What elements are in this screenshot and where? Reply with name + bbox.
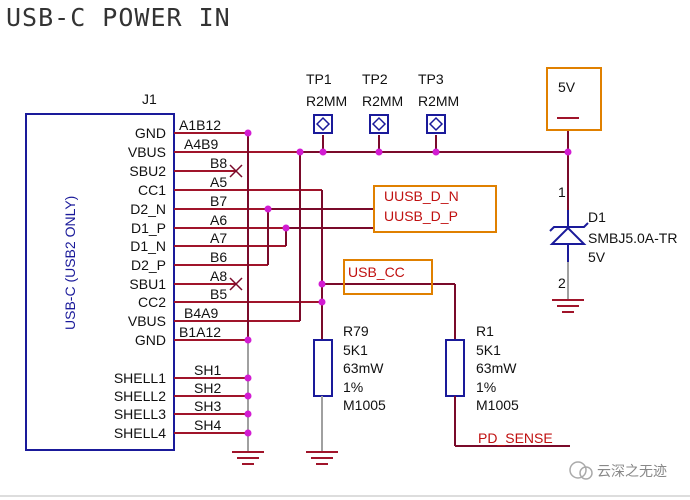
connector-body	[25, 113, 175, 451]
watermark: 云深之无迹	[569, 461, 667, 480]
pin-number: SH4	[194, 417, 221, 433]
ground-symbol	[232, 451, 264, 465]
pin-name: SBU1	[129, 276, 166, 292]
pin-number: A4B9	[184, 136, 218, 152]
resistor-ref: R79	[343, 323, 369, 339]
pin-name: SHELL2	[114, 388, 166, 404]
pin-number: A5	[210, 174, 227, 190]
connector-body-label: USB-C (USB2 ONLY)	[62, 196, 78, 330]
pin-number: A7	[210, 230, 227, 246]
connector-ref: J1	[142, 91, 157, 107]
pin-name: D2_P	[131, 257, 166, 273]
testpoint-value: R2MM	[306, 93, 347, 109]
diode-pin1: 1	[558, 184, 566, 200]
pin-name: SHELL1	[114, 370, 166, 386]
pin-number: SH3	[194, 398, 221, 414]
pin-name: D1_N	[130, 238, 166, 254]
resistor-power: 63mW	[476, 360, 517, 376]
vbus-wire	[299, 130, 569, 321]
junction-dots	[244, 129, 572, 437]
pin-number: A8	[210, 268, 227, 284]
watermark-text: 云深之无迹	[597, 463, 667, 479]
net-label-usb-d-n: UUSB_D_N	[384, 188, 459, 204]
pin-number: B8	[210, 155, 227, 171]
ground-symbol	[552, 299, 584, 313]
power-port-frame	[546, 67, 602, 131]
resistor-tolerance: 1%	[476, 379, 496, 395]
pin-number: A6	[210, 212, 227, 228]
net-label-usb-d-p: UUSB_D_P	[384, 208, 458, 224]
pin-number: B6	[210, 249, 227, 265]
no-connect-marks	[229, 164, 243, 291]
pin-number: SH2	[194, 380, 221, 396]
power-port-label: 5V	[558, 79, 576, 95]
pin-name: VBUS	[128, 313, 166, 329]
pin-number: B4A9	[184, 305, 218, 321]
pin-number: B1A12	[179, 324, 221, 340]
schematic-title: USB-C POWER IN	[6, 3, 231, 32]
testpoint-value: R2MM	[362, 93, 403, 109]
pin-name: CC2	[138, 294, 166, 310]
testpoint-ref: TP3	[418, 71, 444, 87]
pin-name: D1_P	[131, 220, 166, 236]
net-label-usb-cc: USB_CC	[348, 264, 405, 280]
diode-ref: D1	[588, 209, 606, 225]
testpoint-ref: TP1	[306, 71, 332, 87]
diode-value: 5V	[588, 249, 606, 265]
diode-pin2: 2	[558, 275, 566, 291]
pin-name: GND	[135, 125, 166, 141]
pin-name: SHELL3	[114, 406, 166, 422]
testpoint-symbols	[313, 114, 446, 134]
resistor-value: 5K1	[343, 342, 368, 358]
tvs-diode-symbol	[549, 210, 589, 300]
pin-name: GND	[135, 332, 166, 348]
resistor-tolerance: 1%	[343, 379, 363, 395]
diode-part: SMBJ5.0A-TR	[588, 230, 677, 246]
pin-name: SHELL4	[114, 425, 166, 441]
pin-number: B5	[210, 286, 227, 302]
testpoint-value: R2MM	[418, 93, 459, 109]
resistor-package: M1005	[476, 397, 519, 413]
usb-cc-net-frame	[343, 259, 433, 295]
resistor-value: 5K1	[476, 342, 501, 358]
pin-number: SH1	[194, 362, 221, 378]
pin-name: CC1	[138, 182, 166, 198]
resistor-r79-symbol	[313, 339, 333, 452]
usb-data-net-frame	[373, 185, 497, 233]
pin-name: VBUS	[128, 144, 166, 160]
testpoint-ref: TP2	[362, 71, 388, 87]
pin-number: B7	[210, 193, 227, 209]
resistor-r1-symbol	[445, 339, 570, 447]
pin-name: SBU2	[129, 163, 166, 179]
connector-pin-stubs	[174, 132, 322, 434]
pin-number: A1B12	[179, 117, 221, 133]
net-label-pd-sense: PD_SENSE	[478, 430, 553, 446]
resistor-package: M1005	[343, 397, 386, 413]
pin-name: D2_N	[130, 201, 166, 217]
resistor-power: 63mW	[343, 360, 384, 376]
resistor-ref: R1	[476, 323, 494, 339]
ground-symbol	[306, 451, 338, 465]
